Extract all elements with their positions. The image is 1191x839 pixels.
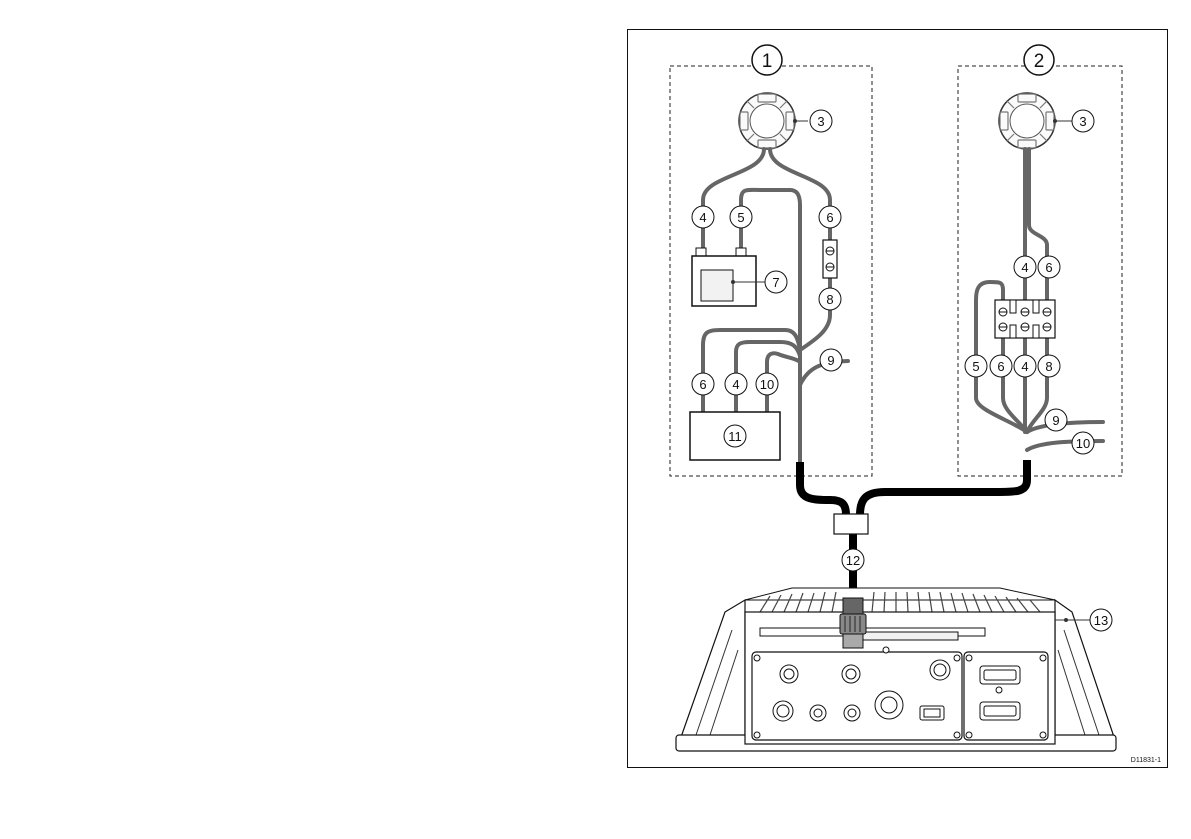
cable-junction — [834, 514, 868, 534]
fuel-sender-left — [739, 93, 795, 149]
svg-text:8: 8 — [826, 292, 833, 307]
callout-fuel-sender-left: 3 — [810, 110, 832, 132]
reference-code: D11831-1 — [1131, 757, 1161, 764]
svg-text:3: 3 — [817, 114, 824, 129]
svg-text:6: 6 — [997, 359, 1004, 374]
svg-text:2: 2 — [1034, 51, 1045, 72]
group-2-label: 2 — [1024, 45, 1054, 75]
group-1-label: 1 — [752, 45, 782, 75]
svg-text:6: 6 — [699, 377, 706, 392]
svg-text:6: 6 — [826, 210, 833, 225]
svg-text:6: 6 — [1045, 260, 1052, 275]
callout-wire-left-9: 9 — [820, 349, 842, 371]
fuse-left — [823, 240, 837, 278]
callout-fuel-sender-right: 3 — [1072, 110, 1094, 132]
callout-wire-right-5: 5 — [965, 355, 987, 377]
callout-wire-right-6-top: 6 — [1038, 256, 1060, 278]
callout-wire-left-8: 8 — [819, 288, 841, 310]
svg-text:8: 8 — [1045, 359, 1052, 374]
svg-text:4: 4 — [732, 377, 739, 392]
fuel-gauge: 11 — [690, 412, 780, 460]
callout-wire-right-4: 4 — [1014, 355, 1036, 377]
autopilot-unit — [676, 588, 1116, 751]
svg-text:5: 5 — [972, 359, 979, 374]
callout-cable: 12 — [842, 549, 864, 571]
svg-text:4: 4 — [699, 210, 706, 225]
svg-text:9: 9 — [827, 353, 834, 368]
svg-text:9: 9 — [1052, 413, 1059, 428]
callout-wire-right-6: 6 — [990, 355, 1012, 377]
svg-text:10: 10 — [760, 377, 774, 392]
svg-text:3: 3 — [1079, 114, 1086, 129]
callout-wire-right-8: 8 — [1038, 355, 1060, 377]
callout-gauge-wire-4: 4 — [725, 373, 747, 395]
terminal-block — [995, 300, 1055, 338]
callout-gauge-wire-10: 10 — [756, 373, 778, 395]
callout-wire-right-10: 10 — [1072, 432, 1094, 454]
svg-text:10: 10 — [1076, 436, 1090, 451]
fuel-sender-right — [999, 93, 1055, 149]
callout-gauge-wire-6: 6 — [692, 373, 714, 395]
svg-text:11: 11 — [728, 429, 742, 444]
callout-wire-left-6: 6 — [819, 206, 841, 228]
svg-text:4: 4 — [1021, 260, 1028, 275]
svg-text:13: 13 — [1094, 613, 1108, 628]
svg-text:5: 5 — [737, 210, 744, 225]
callout-battery: 7 — [765, 271, 787, 293]
callout-wire-right-9: 9 — [1045, 409, 1067, 431]
svg-text:7: 7 — [772, 275, 779, 290]
callout-wire-left-5: 5 — [730, 206, 752, 228]
battery: + − — [692, 248, 756, 306]
svg-text:12: 12 — [846, 553, 860, 568]
svg-text:4: 4 — [1021, 359, 1028, 374]
callout-wire-right-4-top: 4 — [1014, 256, 1036, 278]
callout-unit: 13 — [1090, 609, 1112, 631]
svg-text:1: 1 — [762, 51, 773, 72]
callout-wire-left-4: 4 — [692, 206, 714, 228]
